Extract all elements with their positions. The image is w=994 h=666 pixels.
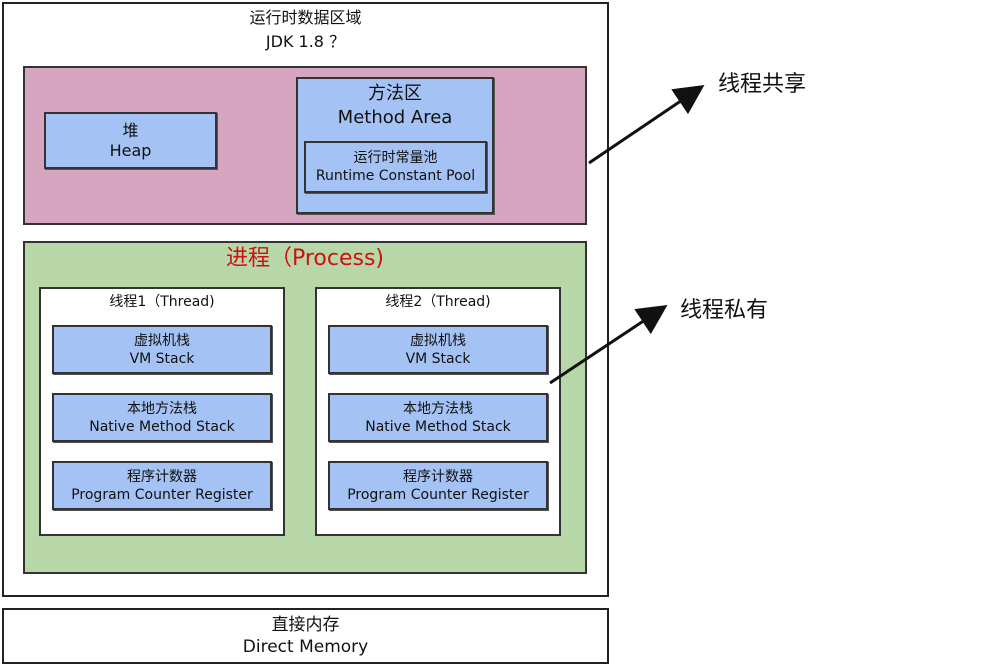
vm-stack-label-cn: 虚拟机栈 xyxy=(410,332,466,349)
method-area-label-cn: 方法区 xyxy=(368,83,422,104)
pc-label-cn: 程序计数器 xyxy=(127,468,197,485)
thread-private-label: 线程私有 xyxy=(680,298,769,323)
heap-label-en: Heap xyxy=(109,140,152,160)
runtime-subtitle: JDK 1.8 ？ xyxy=(265,32,346,51)
native-stack-label-en: Native Method Stack xyxy=(89,418,235,435)
thread-2-vm-stack: 虚拟机栈 VM Stack xyxy=(328,325,548,374)
thread-shared-label: 线程共享 xyxy=(718,72,807,97)
pc-label-en: Program Counter Register xyxy=(71,486,253,503)
vm-stack-label-en: VM Stack xyxy=(405,350,471,367)
runtime-title: 运行时数据区域 xyxy=(249,8,362,27)
private-arrow xyxy=(549,305,668,385)
runtime-constant-pool-box: 运行时常量池 Runtime Constant Pool xyxy=(304,141,487,193)
direct-memory-box: 直接内存 Direct Memory xyxy=(2,608,609,664)
thread-1-program-counter: 程序计数器 Program Counter Register xyxy=(52,461,272,510)
vm-stack-label-en: VM Stack xyxy=(129,350,195,367)
pc-label-cn: 程序计数器 xyxy=(403,468,473,485)
vm-stack-label-cn: 虚拟机栈 xyxy=(134,332,190,349)
shared-arrow xyxy=(588,84,705,165)
pool-label-en: Runtime Constant Pool xyxy=(315,168,476,184)
pool-label-cn: 运行时常量池 xyxy=(353,150,438,166)
native-stack-label-en: Native Method Stack xyxy=(365,418,511,435)
direct-memory-label-en: Direct Memory xyxy=(242,637,369,657)
process-title: 进程（Process) xyxy=(225,246,385,271)
thread-2-program-counter: 程序计数器 Program Counter Register xyxy=(328,461,548,510)
thread-1-native-method-stack: 本地方法栈 Native Method Stack xyxy=(52,393,272,442)
heap-label-cn: 堆 xyxy=(122,120,139,140)
heap-box: 堆 Heap xyxy=(44,112,217,169)
thread-2-title: 线程2（Thread) xyxy=(385,294,491,310)
native-stack-label-cn: 本地方法栈 xyxy=(403,400,473,417)
thread-1-vm-stack: 虚拟机栈 VM Stack xyxy=(52,325,272,374)
direct-memory-label-cn: 直接内存 xyxy=(271,615,340,635)
method-area-label-en: Method Area xyxy=(337,107,453,128)
native-stack-label-cn: 本地方法栈 xyxy=(127,400,197,417)
pc-label-en: Program Counter Register xyxy=(347,486,529,503)
thread-1-title: 线程1（Thread) xyxy=(109,294,215,310)
thread-2-native-method-stack: 本地方法栈 Native Method Stack xyxy=(328,393,548,442)
